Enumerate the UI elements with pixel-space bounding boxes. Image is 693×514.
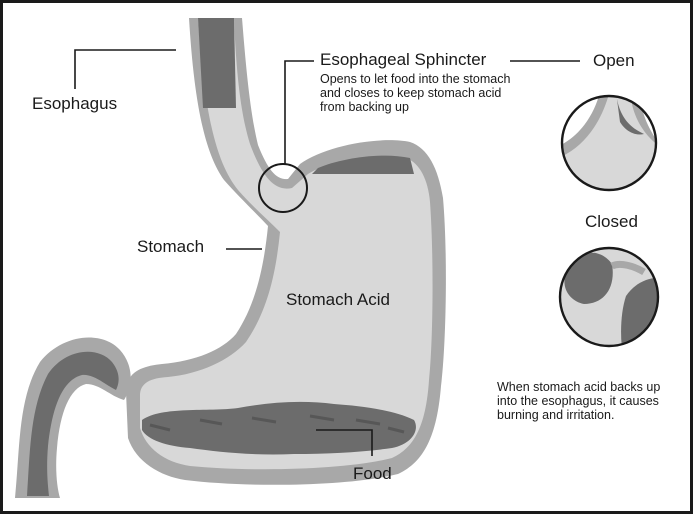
reflux-note-line-1: When stomach acid backs up xyxy=(497,380,660,394)
open-label: Open xyxy=(593,51,635,71)
sphincter-desc-line-1: Opens to let food into the stomach xyxy=(320,72,510,86)
reflux-note-line-3: burning and irritation. xyxy=(497,408,660,422)
food-label: Food xyxy=(353,464,392,484)
stomach-label: Stomach xyxy=(137,237,204,257)
esophagus-label: Esophagus xyxy=(32,94,117,114)
stomach-acid-label: Stomach Acid xyxy=(286,290,390,310)
sphincter-description: Opens to let food into the stomach and c… xyxy=(320,72,510,114)
sphincter-desc-line-3: from backing up xyxy=(320,100,510,114)
reflux-note-line-2: into the esophagus, it causes xyxy=(497,394,660,408)
sphincter-title: Esophageal Sphincter xyxy=(320,50,486,70)
reflux-note: When stomach acid backs up into the esop… xyxy=(497,380,660,422)
sphincter-desc-line-2: and closes to keep stomach acid xyxy=(320,86,510,100)
closed-label: Closed xyxy=(585,212,638,232)
